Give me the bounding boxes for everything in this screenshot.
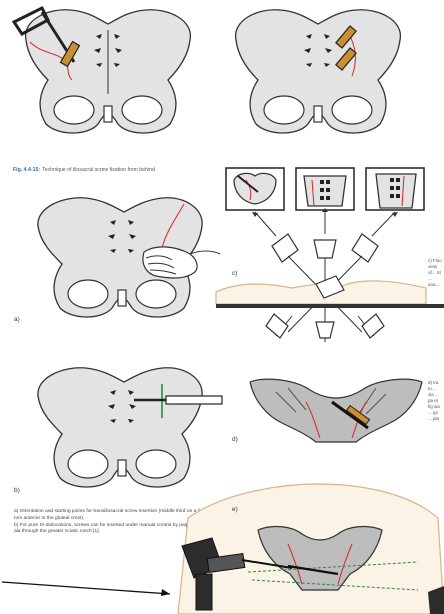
- figure-caption-text: Technique of iliosacral screw fixation f…: [42, 167, 156, 173]
- right-text-c: c) Fluo view of... SI ... ana...: [428, 258, 442, 318]
- pelvis-panel-e-illustration: [168, 470, 444, 614]
- panel-label-b: b): [14, 487, 20, 494]
- pelvis-panel-a-illustration: [26, 192, 226, 332]
- pelvis-panel-d-illustration: [236, 372, 436, 462]
- figure-id: Fig. 4.4-15:: [13, 167, 40, 173]
- fluoro-inset-right: [366, 168, 424, 210]
- pointer-arrow: [0, 572, 180, 602]
- panel-label-a: a): [14, 316, 20, 323]
- fluoroscopy-setup-illustration: [212, 162, 444, 352]
- pelvis-top-right-illustration: [218, 2, 418, 142]
- fluoro-inset-middle: [296, 168, 354, 210]
- pelvis-top-left-illustration: [8, 2, 208, 142]
- panel-label-c: c): [232, 270, 237, 277]
- fluoro-inset-left: [226, 168, 284, 210]
- panel-label-e: e): [232, 506, 238, 513]
- figure-caption: Fig. 4.4-15:Technique of iliosacral scre…: [13, 167, 203, 174]
- panel-label-d: d): [232, 436, 238, 443]
